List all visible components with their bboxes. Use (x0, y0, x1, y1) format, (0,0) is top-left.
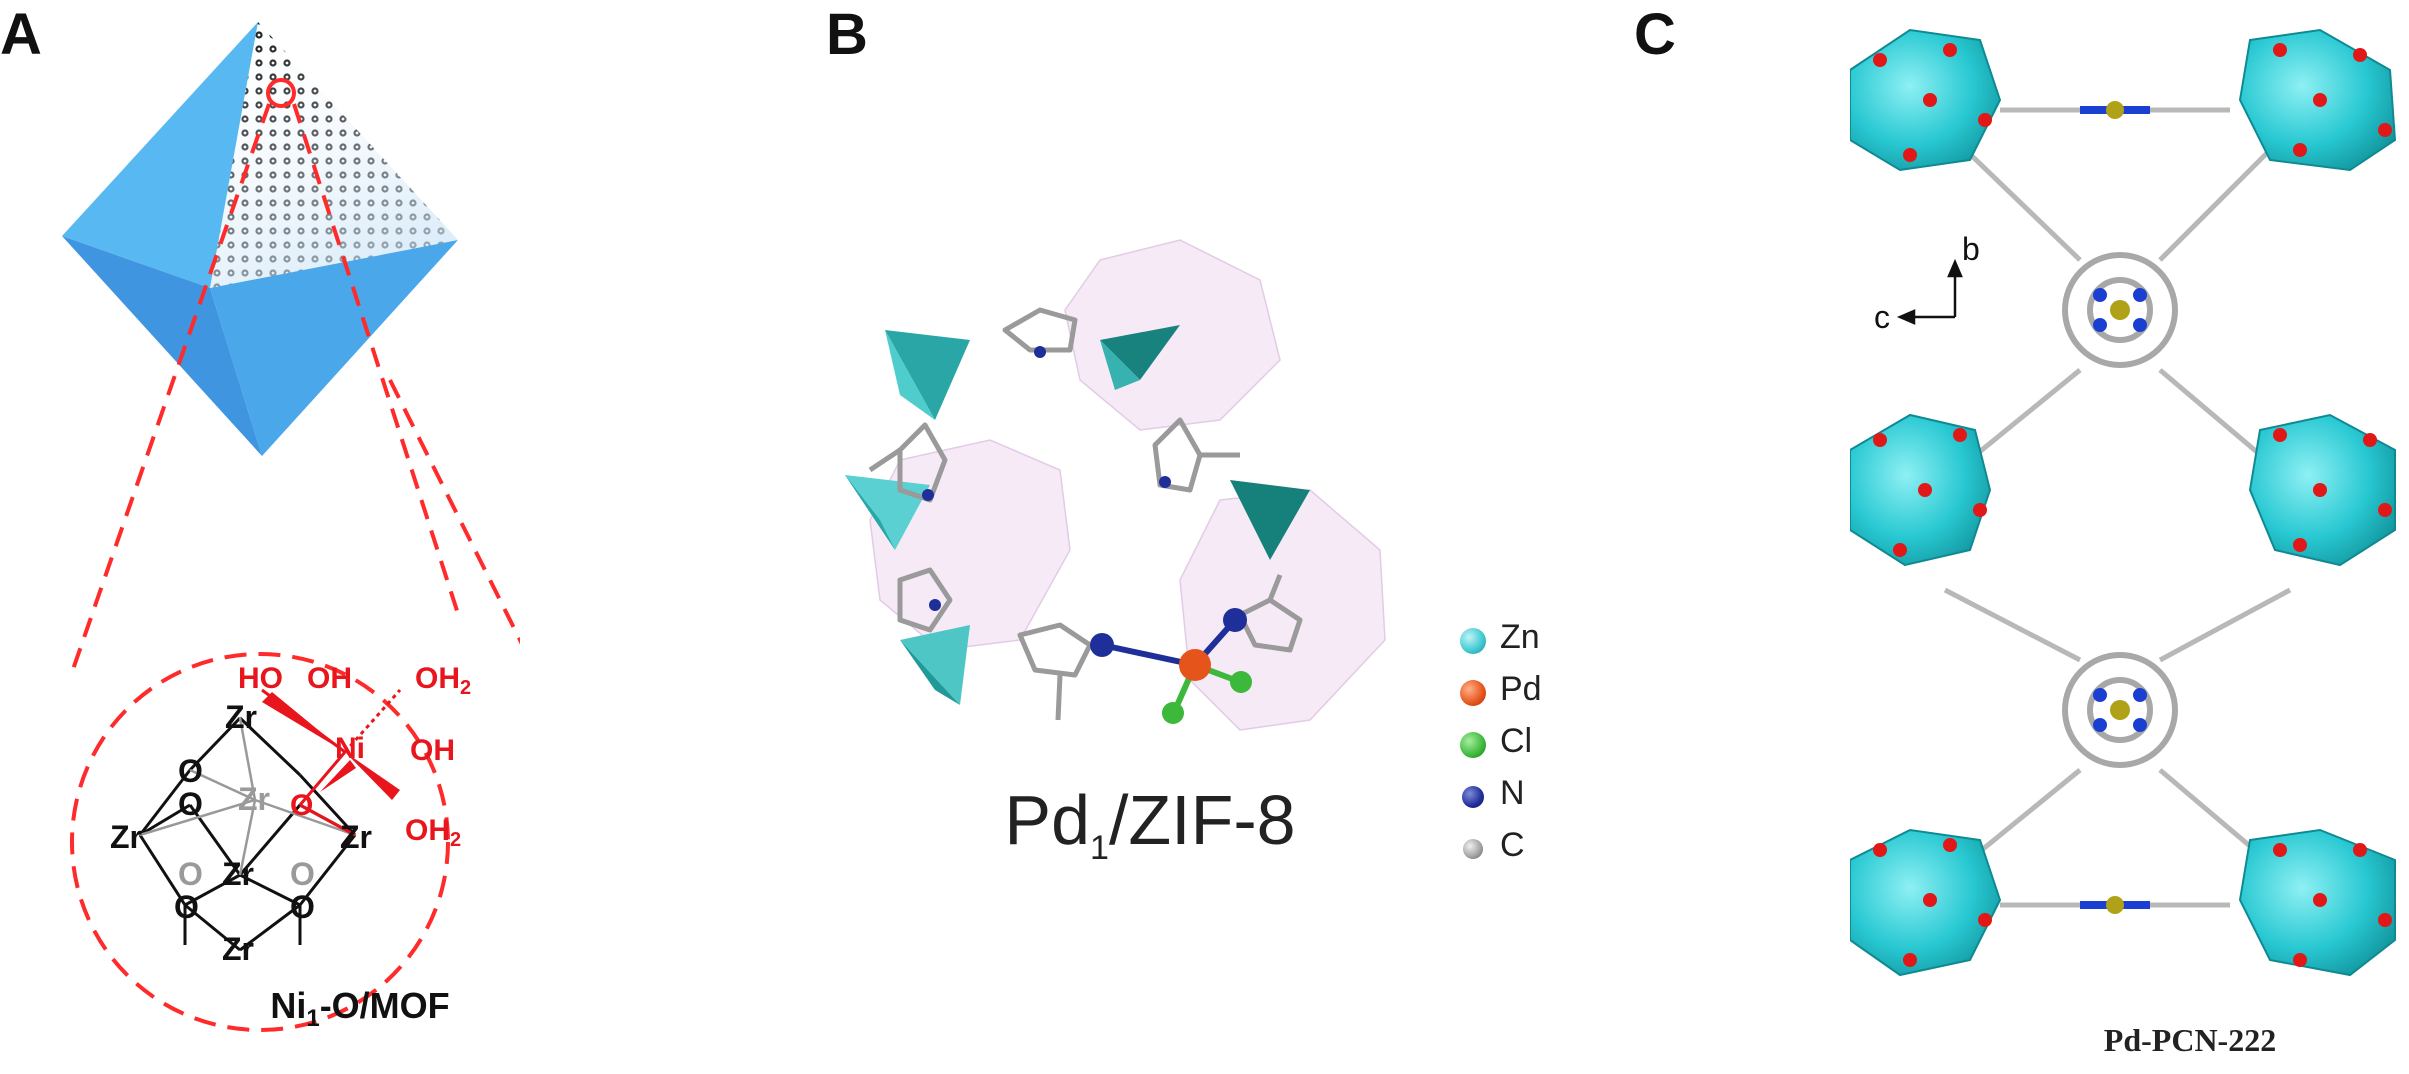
cl-marker (1460, 732, 1486, 758)
porphyrin-unit (2062, 252, 2178, 768)
zr-atom: Zr (225, 699, 257, 735)
oh-ligand: OH (410, 734, 455, 767)
o-atom-back: O (290, 856, 315, 892)
bridging-o-atom: O (290, 789, 313, 822)
panel-c-letter: C (1634, 2, 1676, 67)
axis-label-c: c (1874, 299, 1890, 335)
zr6-cluster (138, 716, 357, 952)
panel-b-caption: Pd1/ZIF-8 (1004, 781, 1296, 867)
legend-label-zn: Zn (1500, 618, 1540, 656)
legend-label-c: C (1500, 826, 1525, 864)
zr-atom-back: Zr (238, 781, 270, 817)
legend-label-pd: Pd (1500, 670, 1542, 708)
zr-atom: Zr (340, 819, 372, 855)
pd-marker (1460, 680, 1486, 706)
panel-b-pd-zif8-structure (845, 239, 1386, 731)
zn-marker (1460, 628, 1486, 654)
o-atom: O (178, 786, 203, 822)
zr-oxo-clusters (1850, 28, 2397, 977)
pd-single-atom (1101, 618, 1252, 724)
o-atom: O (290, 889, 315, 925)
n-marker (1462, 786, 1484, 808)
octahedron-crystal (62, 22, 458, 456)
c-marker (1463, 839, 1483, 859)
legend-label-cl: Cl (1500, 722, 1533, 760)
oh2-ligand: OH2 (415, 662, 471, 699)
panel-a-ni-mof-diagram: Zr Zr Zr Zr Zr O O O O Zr O O Ni O HO OH… (62, 22, 520, 1032)
oh2-ligand: OH2 (405, 814, 461, 851)
panel-a-caption: Ni1-O/MOF (270, 985, 450, 1033)
axis-label-b: b (1962, 231, 1980, 267)
panel-b-letter: B (826, 2, 868, 67)
zoom-dashed-circle (70, 652, 450, 1032)
o-atom: O (178, 753, 203, 789)
zr-atom: Zr (222, 931, 254, 967)
zr-atom: Zr (110, 819, 142, 855)
zn-tetrahedra (845, 325, 1310, 705)
zr-atom: Zr (222, 856, 254, 892)
oh-ligand: OH (307, 662, 352, 695)
element-legend: Zn Pd Cl N C (1460, 618, 1600, 878)
panel-c-pd-pcn222-structure: b c (1850, 28, 2397, 977)
axis-indicator (1896, 258, 1963, 325)
zoom-circle (266, 78, 296, 108)
panel-c-caption: Pd-PCN-222 (2103, 1022, 2277, 1058)
o-atom: O (174, 889, 199, 925)
ho-ligand: HO (238, 662, 283, 695)
ni-atom: Ni (335, 732, 365, 765)
panel-a-letter: A (0, 2, 42, 67)
legend-label-n: N (1500, 774, 1525, 812)
o-atom-back: O (178, 856, 203, 892)
